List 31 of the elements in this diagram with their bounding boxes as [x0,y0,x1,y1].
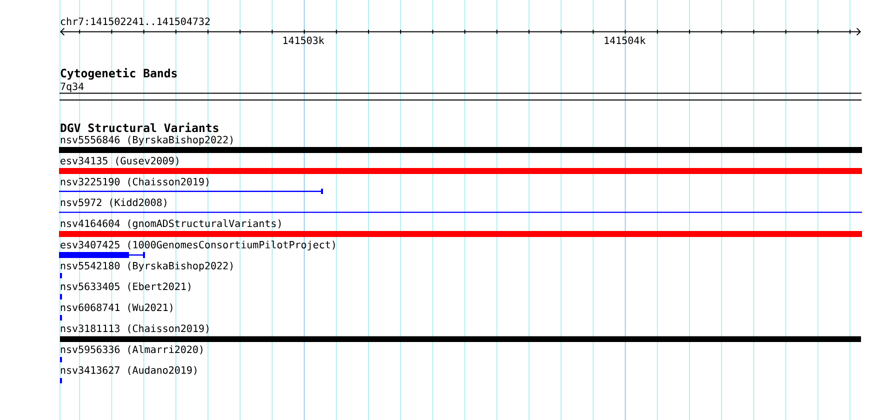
variant-mark [60,315,62,320]
variant-label: nsv5556846 (ByrskaBishop2022) [60,136,232,146]
tick-label: 141503k [283,36,324,44]
variant-bar [60,336,862,342]
variant-bar [59,168,862,174]
track-title: Cytogenetic Bands [60,68,177,80]
variant-label: esv3407425 (1000GenomesConsortiumPilotProject) [60,240,335,250]
variant-mark [60,273,62,278]
coordinate-label: chr7:141502241..141504732 [60,17,210,26]
chromosome-band [59,92,862,100]
tick-label: 141504k [604,36,646,44]
track-title: DGV Structural Variants [60,122,218,132]
variant-label: nsv5542180 (ByrskaBishop2022) [60,262,232,272]
variant-bar [59,252,145,258]
variant-label: nsv6068741 (Wu2021) [60,303,172,312]
variant-line [59,212,862,213]
variant-label: nsv5956336 (Almarri2020) [60,345,202,354]
variant-line [59,188,323,194]
variant-label: nsv3413627 (Audano2019) [60,366,196,376]
variant-label: nsv4164604 (gnomADStructuralVariants) [60,219,281,230]
variant-label: nsv5633405 (Ebert2021) [60,282,190,292]
variant-bar [59,147,862,153]
variant-mark [60,378,62,384]
variant-label: nsv3225190 (Chaisson2019) [60,178,208,187]
variant-mark [60,357,62,362]
variant-label: esv34135 (Gusev2009) [60,156,178,166]
variant-bar [59,231,862,237]
variant-label: nsv5972 (Kidd2008) [60,198,166,208]
band-label: 7q34 [60,82,84,92]
variant-label: nsv3181113 (Chaisson2019) [60,324,208,334]
variant-mark [60,294,62,300]
